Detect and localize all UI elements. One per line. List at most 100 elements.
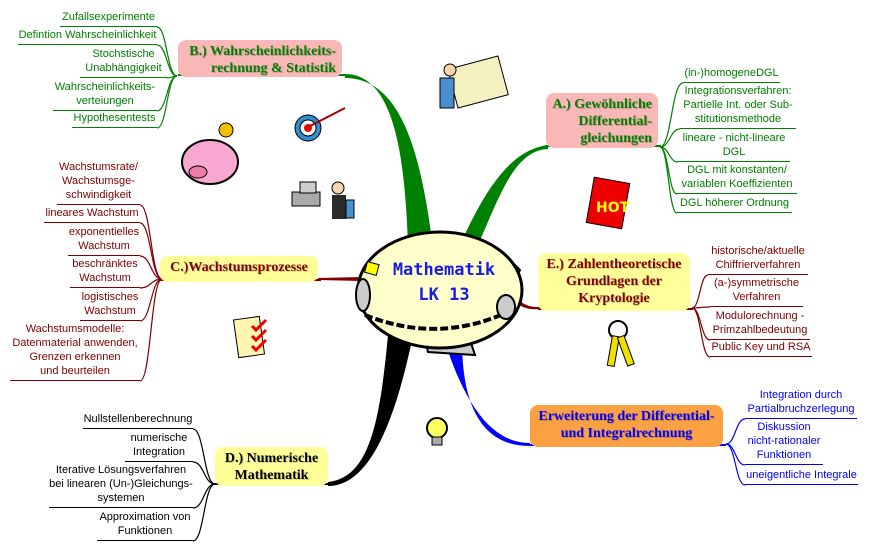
person-at-computer-icon [291, 181, 355, 219]
subtopic-text: Nullstellenberechnung [83, 413, 193, 425]
subtopic-a-1[interactable]: Integrationsverfahren:Partielle Int. ode… [680, 84, 796, 129]
subtopic-text: Integration [133, 446, 185, 458]
topic-c[interactable]: C.)Wachstumsprozesse [160, 256, 318, 282]
subtopic-c-1[interactable]: lineares Wachstum [44, 206, 140, 223]
subtopic-e-3[interactable]: Public Key und RSA [710, 340, 812, 357]
subtopic-c-5[interactable]: Wachstumsmodelle:Datenmaterial anwenden,… [10, 322, 140, 381]
subtopic-text: Unabhängigkeit [85, 62, 162, 74]
subtopic-text: Iterative Lösungsverfahren [55, 464, 187, 476]
subtopic-b-1[interactable]: Defintion Wahrscheinlichkeit [18, 28, 157, 45]
subtopic-text: Funktionen [756, 449, 812, 461]
subtopic-text: Wahrscheinlichkeits- [54, 81, 156, 93]
subtopic-text: systemen [97, 492, 145, 504]
subtopic-text: Primzahlbedeutung [712, 324, 808, 336]
subtopic-connector [156, 75, 178, 129]
subtopic-text: numerische [130, 432, 188, 444]
subtopic-text: verteiungen [76, 95, 134, 107]
subtopic-text: historische/aktuelle [711, 245, 805, 257]
subtopic-connector [156, 44, 178, 77]
piggy-bank-icon [181, 122, 239, 185]
subtopic-connector [139, 278, 163, 382]
central-topic[interactable]: Mathematik LK 13 [370, 258, 518, 308]
subtopic-text: Chiffrierverfahren [715, 259, 801, 271]
subtopic-text: DGL mit konstanten/ [687, 164, 787, 176]
subtopic-text: schwindigkeit [65, 189, 132, 201]
subtopic-connector [691, 274, 709, 309]
checklist-icon [232, 315, 268, 359]
topic-title-line: A.) Gewöhnliche [552, 97, 652, 112]
topic-title-line: Mathematik [234, 468, 309, 483]
subtopic-text: logistisches [81, 291, 139, 303]
subtopic-connector [139, 222, 163, 280]
subtopic-text: (in-)homogeneDGL [684, 67, 779, 79]
subtopic-f-2[interactable]: uneigentliche Integrale [745, 468, 858, 485]
hot-sign-icon: HOT [585, 176, 631, 230]
subtopic-text: nicht-rationaler [747, 435, 821, 447]
subtopic-text: DGL [722, 146, 746, 158]
subtopic-a-0[interactable]: (in-)homogeneDGL [683, 66, 780, 83]
subtopic-text: Stochstische [92, 48, 155, 60]
subtopic-c-0[interactable]: Wachstumsrate/Wachstumsge-schwindigkeit [57, 160, 140, 205]
subtopic-text: exponentielles [68, 226, 140, 238]
subtopic-text: Grenzen erkennen [29, 351, 121, 363]
topic-title-line: Erweiterung der Differential- [538, 409, 715, 424]
subtopic-text: Wachstum [79, 272, 131, 284]
subtopic-text: und beurteilen [40, 365, 110, 377]
subtopic-text: Wachstumsrate/ [58, 161, 139, 173]
subtopic-a-3[interactable]: DGL mit konstanten/variablen Koeffizient… [677, 163, 797, 194]
topic-title-line: Differential- [578, 114, 652, 129]
topic-title-line: Kryptologie [578, 291, 650, 306]
subtopic-d-0[interactable]: Nullstellenberechnung [83, 412, 193, 429]
blimp-icon [355, 230, 524, 357]
subtopic-connector [659, 82, 684, 148]
subtopic-text: Wachstumsge- [62, 175, 135, 187]
subtopic-text: Partialbruchzerlegung [747, 403, 855, 415]
subtopic-e-2[interactable]: Modulorechnung -Primzahlbedeutung [710, 309, 810, 340]
branch-a [460, 145, 548, 245]
subtopic-connector [725, 418, 746, 445]
central-topic-line2: LK 13 [418, 285, 470, 305]
topic-title-line: D.) Numerische [224, 451, 319, 466]
subtopic-b-4[interactable]: Hypothesentests [72, 111, 157, 128]
subtopic-text: Approximation von [99, 511, 191, 523]
topic-title-line: B.) Wahrscheinlichkeits- [189, 44, 336, 59]
subtopic-connector [659, 146, 678, 214]
subtopic-text: stitutionsmethode [694, 113, 782, 125]
subtopic-a-4[interactable]: DGL höherer Ordnung [677, 196, 792, 213]
subtopic-text: Verfahren [732, 291, 781, 303]
subtopic-text: Wachstum [78, 240, 130, 252]
subtopic-connector [192, 461, 216, 485]
subtopic-text: Zufallsexperimente [62, 11, 155, 23]
central-topic-line1: Mathematik [392, 260, 496, 280]
subtopic-text: DGL höherer Ordnung [679, 197, 790, 209]
subtopic-text: Integration durch [759, 389, 843, 401]
subtopic-connector [725, 443, 746, 486]
subtopic-text: lineares Wachstum [45, 207, 139, 219]
target-icon [294, 107, 346, 142]
branch-b [345, 74, 432, 245]
subtopic-b-0[interactable]: Zufallsexperimente [60, 10, 157, 27]
topic-b[interactable]: B.) Wahrscheinlichkeits-rechnung & Stati… [178, 40, 342, 77]
topic-title-line: rechnung & Statistik [211, 61, 336, 76]
subtopic-b-3[interactable]: Wahrscheinlichkeits-verteiungen [53, 80, 157, 111]
topic-title-line: und Integralrechnung [560, 426, 693, 441]
subtopic-connector [192, 483, 216, 542]
topic-f[interactable]: Erweiterung der Differential-und Integra… [530, 405, 723, 447]
